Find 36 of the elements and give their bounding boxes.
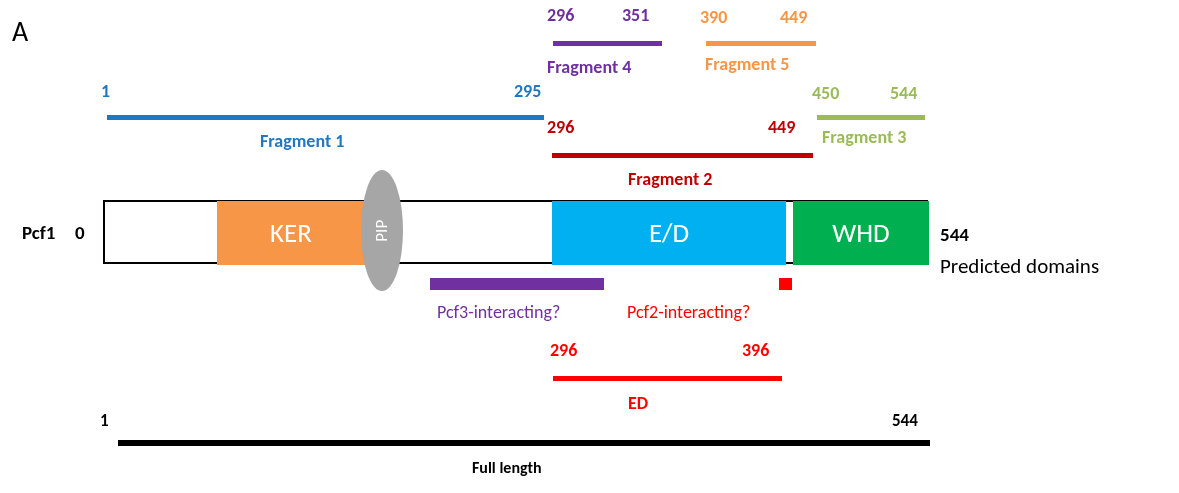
position-label: 544 [892,412,918,429]
position-label: Pcf3-interacting? [437,303,561,321]
position-label: 1 [101,82,111,100]
position-label: 544 [890,84,918,102]
position-label: 449 [768,118,796,136]
position-label: 450 [812,84,840,102]
domain-box [793,201,929,265]
position-label: Fragment 3 [822,128,907,146]
position-label: 296 [547,118,575,136]
protein-bar [103,200,928,264]
position-label: 351 [622,6,650,24]
position-label: 0 [75,223,85,242]
domain-label: PIP [370,219,394,242]
position-label: 544 [940,225,969,244]
position-label: ED [628,394,649,412]
position-label: 449 [780,8,808,26]
position-label: Predicted domains [940,256,1100,277]
domain-label: E/D [648,214,690,251]
position-label: Pcf2-interacting? [627,303,751,321]
position-label: Fragment 5 [705,55,790,73]
domain-label: KER [270,214,312,251]
position-label: 295 [514,82,542,100]
domain-box [552,201,786,265]
position-label: Full length [472,460,542,476]
position-label: Fragment 4 [547,58,632,76]
position-label: 396 [742,341,770,359]
position-label: Fragment 1 [260,132,345,150]
position-label: A [12,18,29,46]
position-label: 1 [100,412,109,429]
domain-box [217,201,365,265]
position-label: 296 [547,6,575,24]
position-label: Pcf1 [22,223,56,242]
position-label: 296 [550,341,578,359]
position-label: Fragment 2 [628,170,713,188]
domain-label: WHD [832,214,890,251]
position-label: 390 [700,8,728,26]
